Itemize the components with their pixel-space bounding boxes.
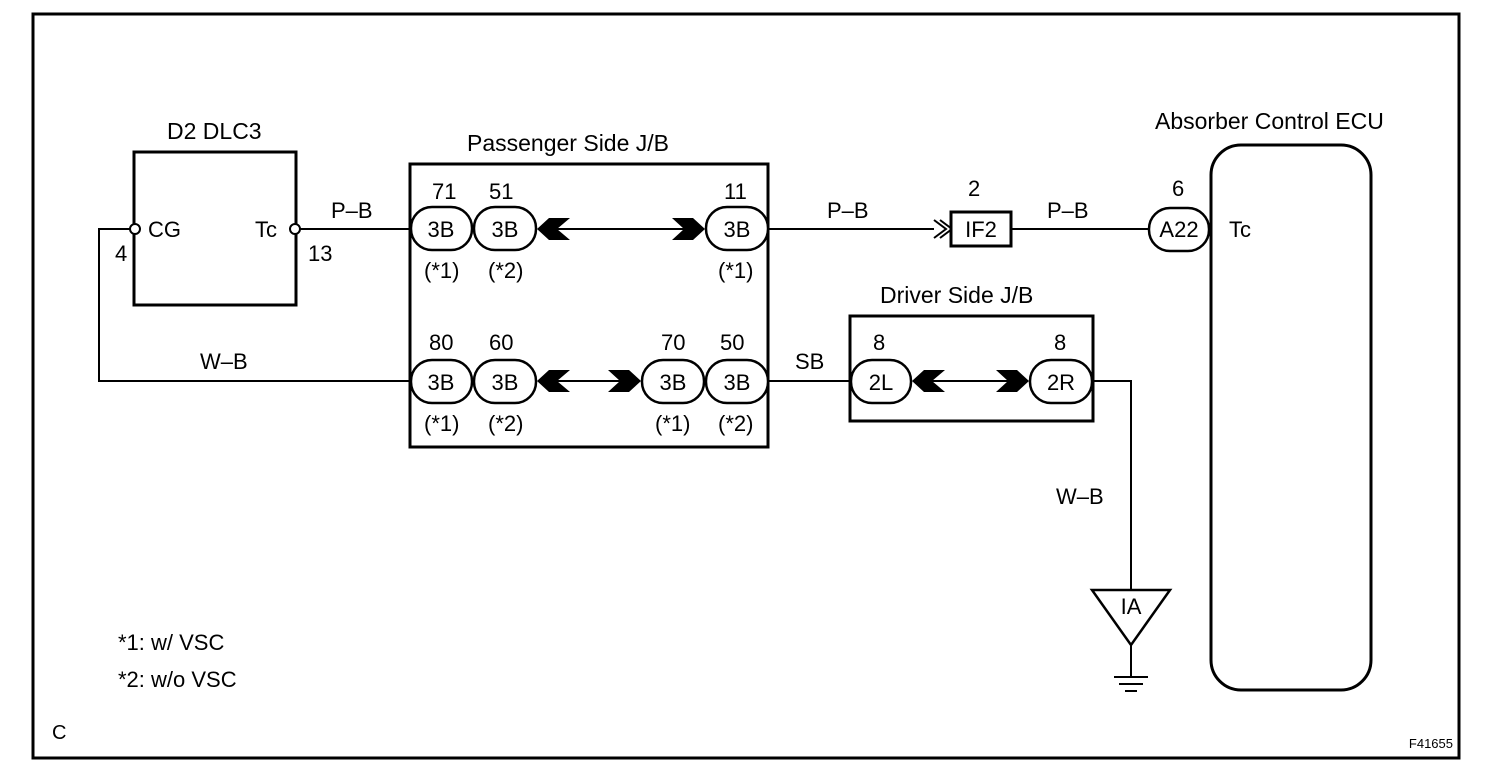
pjb-bottom-arrow-left [537, 370, 570, 392]
figure-id: F41655 [1409, 736, 1453, 751]
pjb-note-top-1: (*1) [424, 258, 459, 283]
pjb-conn-label: 3B [492, 370, 519, 395]
wire-wb-ground [1092, 380, 1132, 590]
wire-label-wb-2: W–B [1056, 484, 1104, 509]
ecu-terminal-tc: Tc [1229, 217, 1251, 242]
pjb-pin-50: 50 [720, 330, 744, 355]
ground-triangle [1089, 588, 1173, 648]
pjb-conn-label: 3B [492, 217, 519, 242]
dlc-pin-tc-name: Tc [255, 217, 277, 242]
pjb-conn-3b-51 [472, 205, 538, 252]
pjb-conn-3b-71 [409, 205, 474, 252]
dlc-pin-cg [129, 223, 141, 235]
pjb-conn-label: 3B [724, 217, 751, 242]
pjb-note-bottom-3: (*1) [655, 411, 690, 436]
pjb-pin-80: 80 [429, 330, 453, 355]
passenger-jb-title: Passenger Side J/B [467, 130, 669, 156]
dlc-box [132, 150, 298, 307]
pjb-note-bottom-1: (*1) [424, 411, 459, 436]
driver-jb-title: Driver Side J/B [880, 282, 1033, 308]
wire-label-pb-3: P–B [1047, 198, 1089, 223]
pjb-bottom-arrow-right [608, 370, 641, 392]
pjb-pin-70: 70 [661, 330, 685, 355]
djb-arrow-right [996, 370, 1029, 392]
ecu-pin-num: 6 [1172, 176, 1184, 201]
legend-line-1: *1: w/ VSC [118, 630, 224, 655]
ground-symbol [1114, 645, 1148, 692]
dlc-pin-num-13: 13 [308, 241, 332, 266]
wire-label-pb-2: P–B [827, 198, 869, 223]
djb-conn-2r-label: 2R [1047, 370, 1075, 395]
djb-conn-2l [849, 358, 913, 405]
pjb-conn-label: 3B [428, 370, 455, 395]
ecu-conn-a22 [1147, 206, 1211, 253]
djb-arrow-left [912, 370, 945, 392]
djb-pin-right: 8 [1054, 330, 1066, 355]
corner-label: C [52, 722, 66, 744]
wire-label-pb-1: P–B [331, 198, 373, 223]
pjb-conn-label: 3B [428, 217, 455, 242]
pjb-note-bottom-2: (*2) [488, 411, 523, 436]
dlc-pin-tc [289, 223, 301, 235]
if2-box [949, 210, 1013, 248]
ecu-conn-a22-label: A22 [1159, 217, 1198, 242]
pjb-conn-label: 3B [724, 370, 751, 395]
pjb-pin-11: 11 [724, 179, 747, 204]
if2-label: IF2 [965, 217, 997, 242]
pjb-conn-3b-60 [472, 358, 538, 405]
pjb-conn-3b-80 [409, 358, 474, 405]
wire-label-wb-1: W–B [200, 349, 248, 374]
ecu-title: Absorber Control ECU [1155, 108, 1384, 134]
dlc-pin-num-4: 4 [115, 241, 127, 266]
djb-pin-left: 8 [873, 330, 885, 355]
pjb-top-arrow-right [672, 218, 705, 240]
pjb-conn-3b-70 [640, 358, 706, 405]
dlc-title: D2 DLC3 [167, 118, 262, 144]
dlc-pin-cg-name: CG [148, 217, 181, 242]
pjb-pin-60: 60 [489, 330, 513, 355]
passenger-jb-box [408, 162, 770, 449]
ground-label: IA [1121, 594, 1142, 619]
djb-conn-2l-label: 2L [869, 370, 893, 395]
if2-pin-num: 2 [968, 176, 980, 201]
legend-line-2: *2: w/o VSC [118, 667, 237, 692]
ecu-box [1209, 143, 1373, 692]
pjb-note-top-3: (*1) [718, 258, 753, 283]
pjb-conn-label: 3B [660, 370, 687, 395]
wire-label-sb: SB [795, 349, 824, 374]
pjb-top-arrow-left [537, 218, 570, 240]
pjb-note-bottom-4: (*2) [718, 411, 753, 436]
pjb-note-top-2: (*2) [488, 258, 523, 283]
pjb-pin-51: 51 [489, 179, 513, 204]
wire-wb-left [98, 228, 414, 382]
pjb-pin-71: 71 [432, 179, 456, 204]
